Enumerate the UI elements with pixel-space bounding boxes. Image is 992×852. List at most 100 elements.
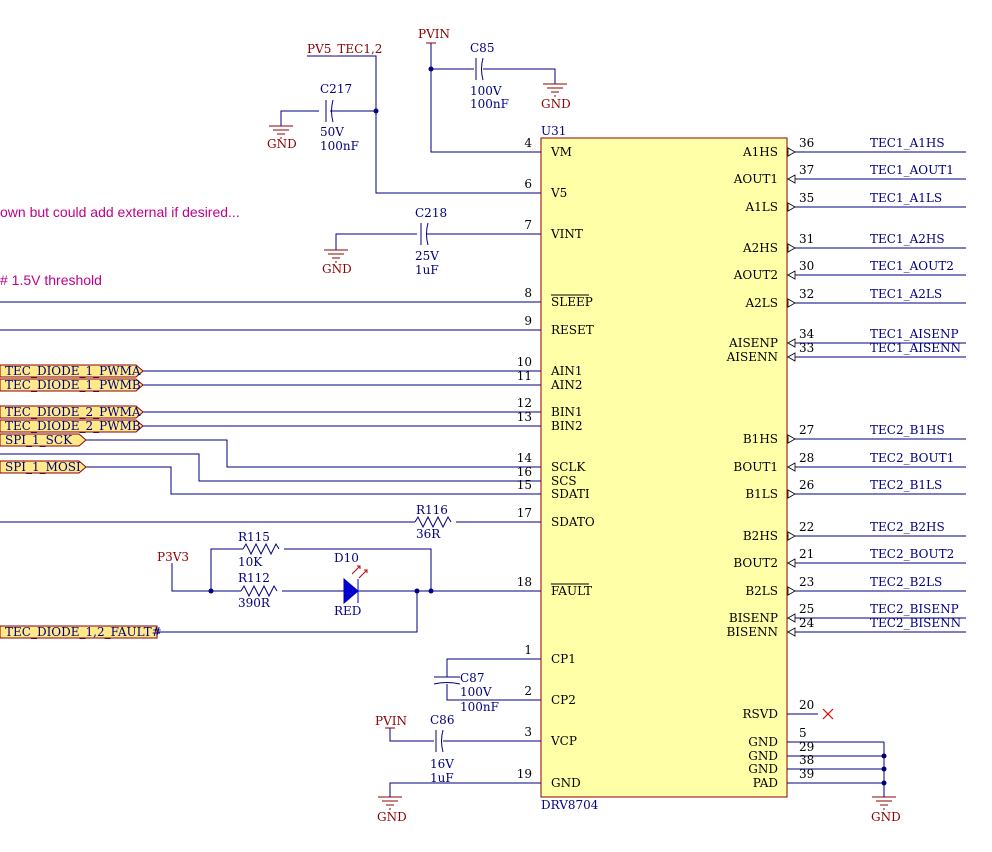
pin-direction-arrow	[787, 338, 796, 348]
pin-name-v5: V5	[550, 186, 567, 200]
pin-direction-arrow	[787, 270, 796, 280]
wire-c85-gnd	[483, 68, 556, 84]
net-label-tec1_a2ls: TEC1_A2LS	[870, 287, 942, 301]
c87-value: 100nF	[460, 700, 499, 714]
pin-name-a2hs: A2HS	[742, 241, 778, 255]
port-label-p_pwma: TEC_DIODE_1_PWMA	[5, 364, 141, 378]
net-label-tec2_bisenn: TEC2_BISENN	[870, 616, 961, 630]
pin-name-vcp: VCP	[550, 734, 577, 748]
pin-number-10: 10	[517, 355, 532, 369]
pin-name-sdato: SDATO	[551, 515, 595, 529]
d10-ref: D10	[334, 551, 359, 565]
pin-number-19: 19	[517, 767, 532, 781]
pin-number-36: 36	[799, 136, 814, 150]
pin-number-6: 6	[524, 177, 532, 191]
pin-direction-arrow	[787, 174, 796, 184]
port-p_pwmb	[0, 378, 144, 392]
c217-value: 100nF	[320, 139, 359, 153]
net-label-tec2_b2ls: TEC2_B2LS	[870, 575, 942, 589]
pin-direction-arrow	[787, 489, 796, 499]
junction-gnd-bus	[881, 766, 887, 772]
c85-value: 100nF	[470, 97, 509, 111]
pin-name-ain2: AIN2	[550, 378, 583, 392]
pin-name-bout1: BOUT1	[733, 460, 778, 474]
led-emission-arrow	[351, 565, 361, 575]
pin-number-27: 27	[799, 423, 814, 437]
wire-pv5-v5	[307, 55, 510, 194]
pin-number-32: 32	[799, 287, 814, 301]
c217-plate-b	[331, 99, 334, 123]
r115-ref: R115	[238, 530, 270, 544]
r115-zigzag	[242, 542, 280, 556]
pin-number-33: 33	[799, 341, 814, 355]
c85-voltage: 100V	[470, 84, 502, 98]
pin-name-b2hs: B2HS	[743, 529, 778, 543]
notes: own but could add external if desired...…	[0, 204, 240, 288]
c218-ref: C218	[415, 206, 447, 220]
components: C85 100V 100nF C217 50V 100nF C218 25V 1…	[238, 41, 509, 785]
pin-number-1: 1	[524, 643, 532, 657]
net-label-tec2_b1ls: TEC2_B1LS	[870, 478, 942, 492]
wire-spi-mosi	[86, 466, 510, 495]
port-label-p_fault: TEC_DIODE_1,2_FAULT#	[5, 625, 162, 639]
net-label-tec2_bisenp: TEC2_BISENP	[870, 602, 959, 616]
pin-number-14: 14	[517, 451, 533, 465]
pin-name-scs: SCS	[551, 474, 577, 488]
pin-name-aisenp: AISENP	[728, 336, 778, 350]
pin-number-16: 16	[517, 465, 532, 479]
pin-number-38: 38	[799, 753, 814, 767]
junction-gnd-bus	[881, 780, 887, 786]
pin-direction-arrow	[787, 613, 796, 623]
r116-value: 36R	[416, 527, 441, 541]
net-label-tec1_a1hs: TEC1_A1HS	[870, 136, 945, 150]
pin-number-39: 39	[799, 767, 814, 781]
port-p_fault	[0, 625, 158, 639]
c86-ref: C86	[430, 713, 454, 727]
pin-number-4: 4	[524, 136, 532, 150]
r112-ref: R112	[238, 571, 270, 585]
net-label-tec2_bout1: TEC2_BOUT1	[870, 451, 954, 465]
pin-name-b1hs: B1HS	[743, 432, 778, 446]
note-external: own but could add external if desired...	[0, 204, 240, 220]
net-ports: TEC_DIODE_1_PWMATEC_DIODE_1_PWMBTEC_DIOD…	[0, 364, 162, 639]
pin-name-gnd: GND	[748, 735, 778, 749]
pin-name-cp1: CP1	[551, 652, 576, 666]
left-pins: 4VM6V57VINT8SLEEP9RESET10AIN111AIN212BIN…	[517, 136, 595, 790]
pin-name-bout2: BOUT2	[733, 556, 778, 570]
pin-name-bisenn: BISENN	[726, 625, 778, 639]
r116-ref: R116	[416, 503, 448, 517]
pin-number-29: 29	[799, 740, 814, 754]
c86-plate-b	[441, 729, 444, 753]
led-d10-triangle	[343, 577, 359, 605]
wire-spi-cs	[0, 453, 510, 482]
pin-name-aisenn: AISENN	[726, 350, 778, 364]
note-threshold: # 1.5V threshold	[0, 272, 102, 288]
c87-ref: C87	[460, 671, 484, 685]
pin-number-17: 17	[517, 506, 532, 520]
r115-value: 10K	[238, 555, 263, 569]
chip-part: DRV8704	[541, 798, 599, 812]
junction-gnd-bus	[881, 753, 887, 759]
net-label-tec2_b2hs: TEC2_B2HS	[870, 520, 945, 534]
pin-name-bisenp: BISENP	[729, 611, 778, 625]
chip-ref: U31	[541, 124, 566, 138]
pin-name-vm: VM	[550, 145, 572, 159]
pin-number-13: 13	[517, 410, 532, 424]
pin-name-reset: RESET	[551, 323, 594, 337]
pin-name-b1ls: B1LS	[745, 487, 778, 501]
wire-spi-sck	[86, 439, 510, 468]
wire-p3v3	[171, 563, 241, 592]
pin-number-2: 2	[524, 684, 532, 698]
pin-direction-arrow	[787, 298, 796, 308]
pin-direction-arrow	[787, 243, 796, 253]
pin-number-37: 37	[799, 163, 814, 177]
r116-zigzag	[414, 515, 452, 529]
chip-body	[540, 137, 788, 798]
pin-number-23: 23	[799, 575, 814, 589]
c217-ref: C217	[320, 82, 352, 96]
pv5-tec-label: PV5_TEC1,2	[307, 42, 382, 56]
pin-direction-arrow	[787, 147, 796, 157]
pin-number-31: 31	[799, 232, 814, 246]
c218-plate-b	[426, 222, 429, 246]
